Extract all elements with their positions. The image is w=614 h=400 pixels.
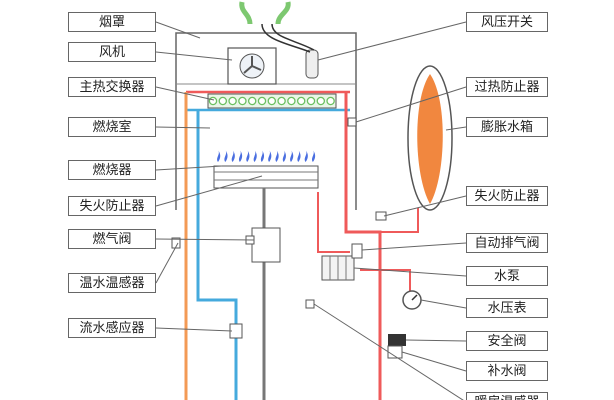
cold-return-pipe: [196, 110, 238, 400]
leader-heating-temp-sensor: [313, 303, 464, 400]
leader-main-heat-exchanger: [155, 86, 215, 101]
label-main-heat-exchanger: 主热交换器: [68, 77, 156, 97]
leader-refill-valve: [401, 351, 467, 372]
air-pressure-tubes: [261, 23, 315, 53]
label-flame-failure-device: 失火防止器: [68, 196, 156, 216]
hx-coil: [296, 96, 306, 106]
burner-flame: [282, 150, 286, 162]
burner-flame: [246, 150, 250, 162]
pressure-gauge-needle: [411, 294, 418, 301]
label-safety-valve: 安全阀: [466, 331, 548, 351]
leader-overheat-protector: [355, 86, 467, 123]
leader-safety-valve: [405, 339, 467, 342]
expansion-tank-pipe: [370, 208, 419, 233]
hx-coil: [238, 96, 247, 106]
burner-flame: [260, 150, 265, 162]
leader-combustion-chamber: [155, 126, 211, 129]
label-heating-temp-sensor: 暖房温感器: [466, 392, 548, 400]
burner-flame: [231, 150, 235, 162]
label-fan: 风机: [68, 42, 156, 62]
burner-flame: [290, 150, 294, 162]
heating-return-pipe: [317, 192, 350, 253]
exhaust-vent-left: [239, 1, 253, 25]
auto-air-vent-body: [351, 243, 363, 259]
label-water-pressure-gauge: 水压表: [466, 298, 548, 318]
leader-gas-valve: [155, 238, 255, 241]
label-air-pressure-switch: 风压开关: [466, 12, 548, 32]
leader-hood: [155, 21, 201, 39]
heating-temp-sensor-body: [305, 299, 315, 309]
leader-hot-water-temp-sensor: [155, 242, 179, 284]
leader-air-pressure-switch: [317, 21, 467, 61]
label-refill-valve: 补水阀: [466, 361, 548, 381]
pump-outlet-pipe: [360, 269, 411, 300]
hx-coil: [326, 96, 335, 106]
burner-flame: [304, 150, 308, 162]
label-overheat-protector: 过热防止器: [466, 77, 548, 97]
label-combustion-chamber: 燃烧室: [68, 117, 156, 137]
gas-valve-body: [251, 227, 281, 263]
leader-flame-failure-device-right: [383, 195, 467, 217]
label-burner: 燃烧器: [68, 160, 156, 180]
label-water-pump: 水泵: [466, 266, 548, 286]
hx-coil: [267, 96, 277, 106]
label-hood: 烟罩: [68, 12, 156, 32]
burner-flame: [253, 150, 257, 162]
expansion-tank-bladder: [417, 74, 443, 204]
burner-flame: [312, 150, 316, 162]
hx-coil: [247, 96, 257, 106]
leader-burner: [155, 165, 223, 171]
label-flame-failure-device-right: 失火防止器: [466, 186, 548, 206]
exhaust-vent-right: [275, 1, 291, 25]
leader-flow-sensor: [155, 327, 233, 332]
leader-fan: [155, 51, 233, 61]
hx-coil: [218, 96, 228, 106]
hx-coil: [277, 96, 286, 106]
label-hot-water-temp-sensor: 温水温感器: [68, 273, 156, 293]
hx-coil: [228, 96, 237, 106]
label-auto-air-vent: 自动排气阀: [466, 233, 548, 253]
leader-flame-failure-device: [155, 175, 263, 207]
air-pressure-switch-body: [305, 49, 319, 79]
heating-hot-pipe: [344, 92, 382, 400]
hx-coil: [208, 96, 218, 106]
hx-coil: [316, 96, 326, 106]
leader-expansion-tank: [445, 126, 467, 131]
overheat-protector-body: [347, 117, 357, 127]
hx-coil: [287, 96, 296, 106]
hx-coil: [257, 96, 267, 106]
hot-water-temp-sensor-body: [171, 237, 181, 249]
leader-auto-air-vent: [361, 242, 467, 251]
burner-flame: [224, 150, 228, 162]
fan-blades: [243, 56, 262, 74]
burner-flame: [217, 150, 221, 162]
leader-water-pump: [353, 267, 467, 277]
label-expansion-tank: 膨胀水箱: [466, 117, 548, 137]
hx-coil: [306, 96, 316, 106]
burner-flame: [268, 150, 272, 162]
burner-flame: [275, 150, 279, 162]
label-flow-sensor: 流水感应器: [68, 318, 156, 338]
leader-water-pressure-gauge: [420, 299, 467, 309]
burner-flame: [239, 150, 243, 162]
burner-flame: [297, 150, 301, 162]
safety-valve-body: [388, 334, 406, 346]
label-gas-valve: 燃气阀: [68, 229, 156, 249]
